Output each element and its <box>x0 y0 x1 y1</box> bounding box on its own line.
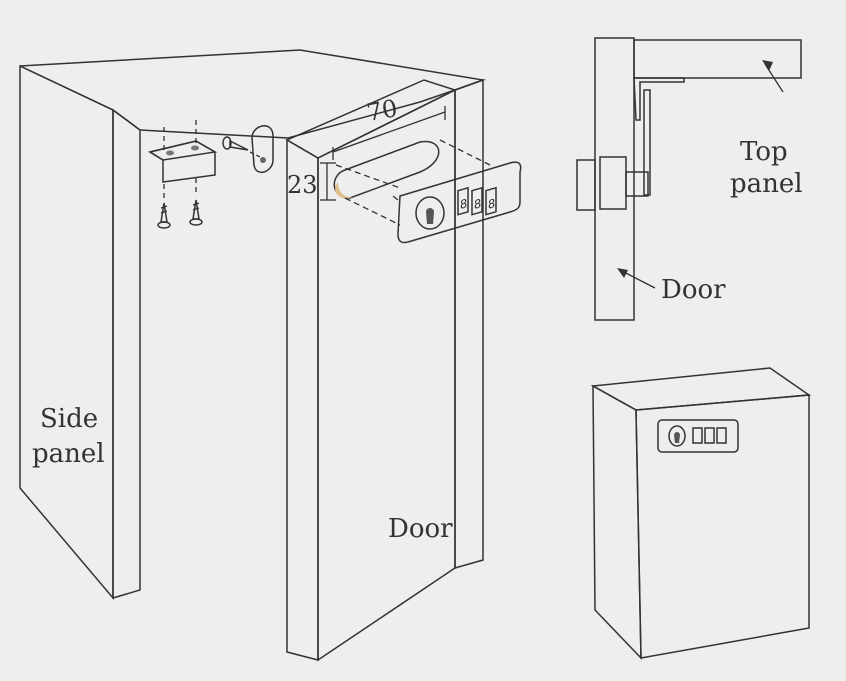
key-cylinder <box>415 196 445 230</box>
latch-plate <box>251 125 274 174</box>
dimension-annotations: 70 23 <box>287 94 491 226</box>
combination-lock: 8 8 8 <box>392 161 522 244</box>
side-panel-inner <box>112 108 141 600</box>
section-top-panel <box>633 39 802 79</box>
closed-cabinet-side <box>592 384 642 660</box>
closed-cabinet-lock <box>657 419 739 453</box>
section-lock-body-front <box>576 159 596 211</box>
dimension-height-label: 23 <box>287 171 318 199</box>
section-lock-body-back <box>599 156 627 210</box>
top-panel-label-1: Top <box>740 137 788 167</box>
door-top <box>285 79 457 159</box>
lock-slot-cutout <box>333 140 440 199</box>
section-view <box>576 37 802 321</box>
lock-slot-inner <box>335 182 358 199</box>
door-label: Door <box>388 514 453 544</box>
closed-cabinet-dial-1 <box>692 427 703 444</box>
dial-2-digit: 8 <box>474 196 481 212</box>
closed-cabinet-keyhole-icon <box>668 425 686 447</box>
closed-cabinet-dial-3 <box>716 427 727 444</box>
mounting-screw-1 <box>157 202 171 229</box>
lock-body <box>397 161 522 244</box>
door-edge <box>286 138 319 661</box>
mounting-screw-2 <box>189 199 203 226</box>
strike-plate-bracket <box>148 120 218 198</box>
door-panel <box>285 79 457 662</box>
section-lock-bolt <box>625 171 649 197</box>
dimension-width-label: 70 <box>365 94 400 127</box>
closed-cabinet-dial-2 <box>704 427 715 444</box>
door-face <box>317 88 456 662</box>
dial-3-digit: 8 <box>488 196 495 212</box>
dial-2 <box>471 186 483 216</box>
section-strike-bracket <box>633 77 685 121</box>
top-panel-label-2: panel <box>730 169 803 199</box>
right-panel-edge <box>454 78 484 569</box>
side-panel-label-1: Side <box>40 404 98 434</box>
section-latch-plate <box>643 89 651 196</box>
top-panel-surface <box>19 49 486 139</box>
section-door <box>594 37 635 321</box>
closed-cabinet-front <box>635 394 810 659</box>
main-cabinet: 70 23 8 8 8 <box>19 49 522 662</box>
side-panel-edge <box>19 64 114 601</box>
dial-1 <box>457 186 469 216</box>
dial-3 <box>485 186 497 216</box>
door-section-label: Door <box>661 275 726 305</box>
keyhole-icon <box>426 208 434 224</box>
horizontal-screw <box>222 136 263 159</box>
closed-cabinet <box>590 367 812 660</box>
side-panel-label-2: panel <box>32 439 105 469</box>
dial-1-digit: 8 <box>460 196 467 212</box>
